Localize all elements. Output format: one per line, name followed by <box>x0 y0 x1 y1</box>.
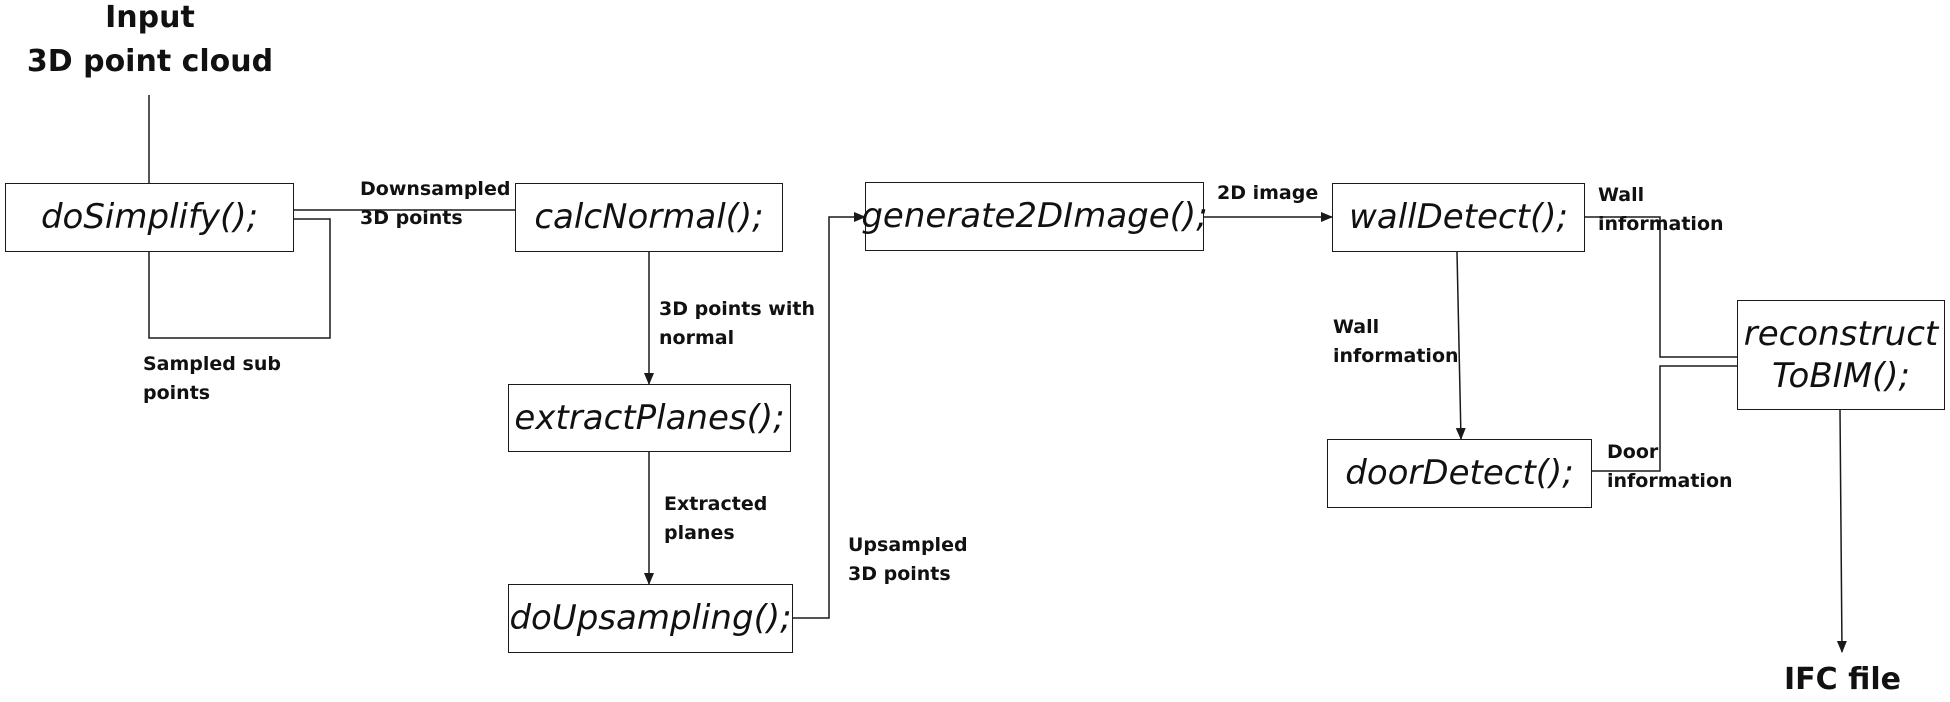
wall-information-right-label: Wall information <box>1598 184 1724 235</box>
wall-detect-node: wallDetect(); <box>1332 183 1585 252</box>
edge-doordetect-to-reconstruct <box>1592 365 1737 472</box>
downsampled-points-label: Downsampled 3D points <box>360 178 511 229</box>
wall-information-down-label: Wall information <box>1333 316 1459 367</box>
door-information-label: Door information <box>1607 441 1733 492</box>
generate-2d-image-node: generate2DImage(); <box>861 182 1208 251</box>
2d-image-label: 2D image <box>1217 182 1319 204</box>
calc-normal-node: calcNormal(); <box>515 183 783 252</box>
points-with-normal-label: 3D points with normal <box>659 298 815 349</box>
do-simplify-node: doSimplify(); <box>5 183 294 252</box>
reconstruct-to-bim-node: reconstruct ToBIM(); <box>1737 300 1945 410</box>
extracted-planes-label: Extracted planes <box>664 493 768 544</box>
extract-planes-node: extractPlanes(); <box>508 384 791 452</box>
do-upsampling-node: doUpsampling(); <box>508 584 793 653</box>
upsampled-points-label: Upsampled 3D points <box>848 534 968 585</box>
sampled-sub-points-label: Sampled sub points <box>143 353 281 404</box>
edge-walldetect-to-doordetect <box>1455 251 1466 440</box>
edge-reconstruct-to-ifc <box>1836 409 1847 653</box>
door-detect-node: doorDetect(); <box>1327 439 1592 508</box>
edge-walldetect-to-reconstruct <box>1585 216 1737 358</box>
ifc-file-label: IFC file <box>1784 662 1901 697</box>
input-point-cloud-label: Input 3D point cloud <box>26 0 274 79</box>
edge-simplify-self-loop <box>148 218 331 339</box>
edge-upsampling-to-generate2dimage <box>793 212 866 619</box>
